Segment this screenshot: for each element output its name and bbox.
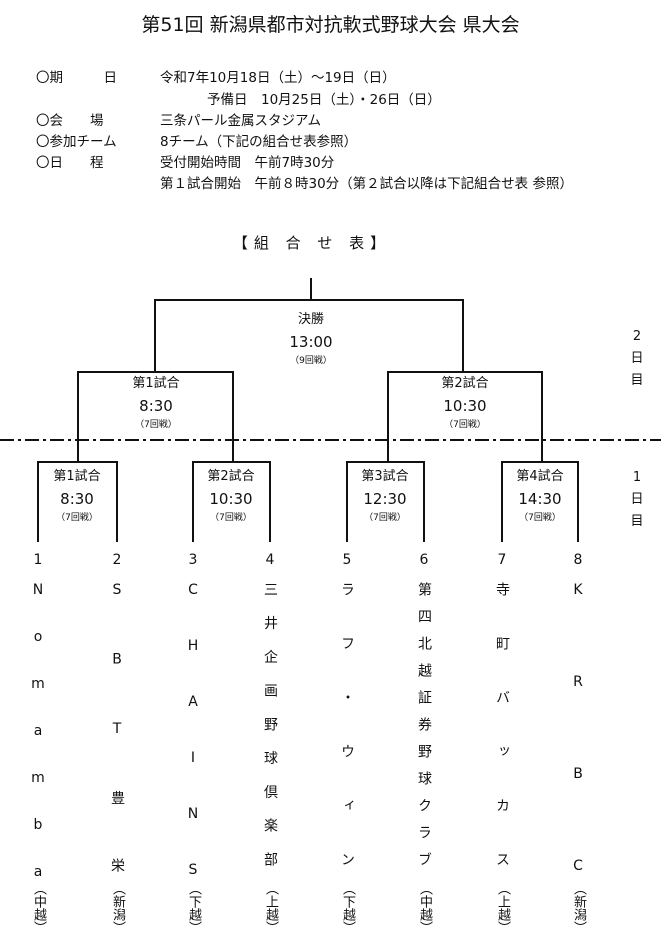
match-time: 10:30: [209, 490, 253, 508]
match-time: 8:30: [60, 490, 94, 508]
match-innings: （7回戦）: [135, 420, 177, 430]
first-round-match-4: 第4試合 14:30 （7回戦）: [480, 470, 600, 523]
match-time: 10:30: [443, 397, 487, 415]
team-region: （下越）: [340, 882, 355, 934]
first-round-match-2: 第2試合 10:30 （7回戦）: [171, 470, 291, 523]
first-round-match-3: 第3試合 12:30 （7回戦）: [325, 470, 445, 523]
match-time: 8:30: [139, 397, 173, 415]
team-name: CHAINS: [185, 582, 201, 918]
team-region: （上越）: [495, 882, 510, 934]
match-name: 第1試合: [53, 469, 101, 484]
team-region: （新潟）: [571, 882, 586, 934]
team-number: 7: [497, 552, 507, 568]
team-number: 4: [265, 552, 275, 568]
team-number: 6: [419, 552, 429, 568]
team-name: 第四北越証券野球クラブ: [416, 582, 432, 879]
team-name: Nomamba: [30, 582, 46, 911]
info-value-venue: 三条パール金属スタジアム: [160, 113, 322, 129]
team-name: 寺町バッカス: [494, 582, 510, 906]
match-innings: （7回戦）: [519, 513, 561, 523]
match-time: 12:30: [363, 490, 407, 508]
r1-game2-line: [192, 461, 271, 542]
team-name: KRBC: [570, 582, 586, 944]
team-name: 三井企画野球倶楽部: [262, 582, 278, 886]
info-value-date: 令和7年10月18日（土）～19日（日）: [160, 70, 396, 86]
info-value-teams: 8チーム（下記の組合せ表参照）: [160, 134, 358, 150]
match-name: 第2試合: [441, 376, 489, 391]
info-value-reserve: 予備日 10月25日（土）・26日（日）: [207, 92, 441, 108]
team-region: （中越）: [31, 882, 46, 934]
match-name: 第1試合: [132, 376, 180, 391]
match-name: 第3試合: [361, 469, 409, 484]
team-number: 3: [188, 552, 198, 568]
info-label-schedule: 〇日 程: [36, 155, 104, 171]
match-name: 第4試合: [516, 469, 564, 484]
team-number: 2: [112, 552, 122, 568]
match-time: 14:30: [518, 490, 562, 508]
final-line: [154, 278, 464, 372]
team-name: SBT豊栄: [109, 582, 125, 926]
match-innings: （7回戦）: [56, 513, 98, 523]
info-label-teams: 〇参加チーム: [36, 134, 117, 150]
match-innings: （7回戦）: [210, 513, 252, 523]
semi-match-1: 第1試合 8:30 （7回戦）: [96, 377, 216, 430]
info-label-venue: 〇会 場: [36, 113, 104, 129]
first-round-match-1: 第1試合 8:30 （7回戦）: [17, 470, 137, 523]
team-name: ラフ・ウィン: [339, 582, 355, 906]
info-value-first-game: 第１試合開始 午前８時30分（第２試合以降は下記組合せ表 参照）: [160, 176, 573, 192]
match-name: 第2試合: [207, 469, 255, 484]
team-number: 1: [33, 552, 43, 568]
team-region: （上越）: [263, 882, 278, 934]
info-label-date: 〇期 日: [36, 70, 117, 86]
team-number: 8: [573, 552, 583, 568]
match-innings: （7回戦）: [444, 420, 486, 430]
day1-label: 1日目: [630, 470, 644, 529]
day2-label: 2日目: [630, 329, 644, 388]
team-region: （新潟）: [110, 882, 125, 934]
info-value-reception: 受付開始時間 午前7時30分: [160, 155, 335, 171]
final-name: 決勝: [297, 312, 324, 327]
final-time: 13:00: [289, 333, 333, 351]
team-number: 5: [342, 552, 352, 568]
match-innings: （7回戦）: [364, 513, 406, 523]
team-region: （中越）: [417, 882, 432, 934]
r1-game4-line: [501, 461, 579, 542]
r1-game1-line: [37, 461, 118, 542]
semi2-line: [387, 371, 543, 462]
semi1-line: [77, 371, 234, 462]
final-innings: （9回戦）: [290, 356, 332, 366]
page-title: 第51回 新潟県都市対抗軟式野球大会 県大会: [141, 14, 520, 36]
final-match: 決勝 13:00 （9回戦）: [251, 313, 371, 366]
bracket-title: 【組 合 せ 表】: [232, 234, 392, 252]
semi-match-2: 第2試合 10:30 （7回戦）: [405, 377, 525, 430]
team-region: （下越）: [186, 882, 201, 934]
r1-game3-line: [346, 461, 425, 542]
